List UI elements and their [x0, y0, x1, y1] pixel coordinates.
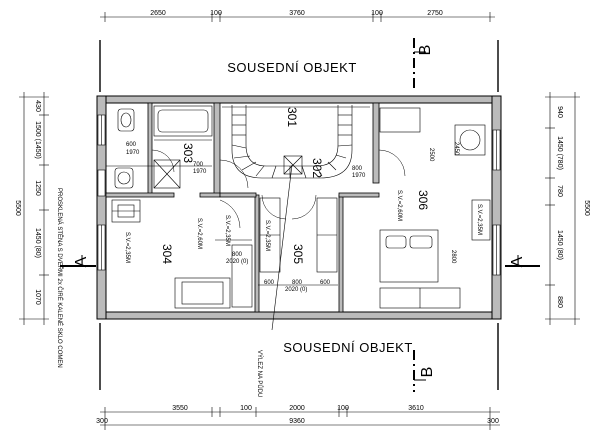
door-label-3: 800 [352, 166, 363, 172]
dim-right-5: 880 [556, 296, 563, 308]
door-label-5c: 600 [320, 280, 331, 286]
neighbor-top-block [99, 40, 499, 92]
dim-bottom-3: 100 [240, 405, 252, 412]
height-2500: 2500 [428, 148, 434, 162]
building-outline [96, 95, 502, 320]
section-b-bottom-marker [413, 350, 426, 392]
clear-height-306b: S.V.=2,35M [476, 204, 482, 235]
room-306-label: 306 [416, 190, 430, 210]
dim-left-2: 1500 (1450) [34, 121, 41, 159]
neighbor-top-label: SOUSEDNÍ OBJEKT [227, 60, 357, 75]
dim-bottom-2: 3550 [172, 405, 188, 412]
door-label-5d: 2020 (0) [285, 287, 307, 293]
dim-bottom-total: 9360 [289, 418, 305, 425]
door-label-4: 800 [232, 252, 243, 258]
room-305-label: 305 [291, 244, 305, 264]
door-label-1: 600 [126, 142, 137, 148]
door-label-2: 700 [193, 162, 204, 168]
attic-hatch-note: VÝLEZ NA PŮDU [256, 350, 263, 397]
neighbor-bottom-label: SOUSEDNÍ OBJEKT [283, 340, 413, 355]
door-label-5b: 800 [292, 280, 303, 286]
clear-height-306a: S.V.=2,60M [396, 190, 402, 221]
neighbor-bottom-block [99, 323, 499, 390]
section-b-top-marker [413, 38, 426, 90]
room-301-label: 301 [285, 107, 299, 127]
door-swings [151, 149, 406, 229]
door-label-1b: 1970 [126, 150, 140, 156]
clear-height-305a: S.V.=2,35M [264, 220, 270, 251]
dim-top-4: 100 [371, 10, 383, 17]
section-a-right-label: A [509, 256, 526, 267]
dim-top-5: 2750 [427, 10, 443, 17]
bathroom-fixtures [114, 105, 213, 189]
height-2800: 2800 [450, 250, 456, 264]
interior-walls [105, 102, 380, 313]
dim-bottom-7: 300 [487, 418, 499, 425]
dim-top-2: 100 [210, 10, 222, 17]
dim-bottom-6: 3610 [408, 405, 424, 412]
clear-height-304b: S.V.=2,60M [196, 218, 202, 249]
section-b-top-label: B [417, 45, 434, 56]
hall-302 [106, 155, 303, 331]
room-304-label: 304 [160, 244, 174, 264]
room-305-furniture [258, 197, 338, 286]
section-a-left-marker [60, 255, 96, 267]
dim-right-total: 5500 [583, 200, 590, 216]
room-303-label: 303 [181, 143, 195, 163]
clear-height-304a: S.V.=2,35M [124, 232, 130, 263]
section-a-right-marker [505, 255, 540, 267]
dim-right-3: 780 [556, 185, 563, 197]
bottom-dimension-chain [100, 407, 500, 430]
dim-right-2: 1450 (780) [556, 136, 563, 170]
windows [97, 114, 501, 276]
left-dimension-chain [19, 92, 49, 325]
height-2450: 2450 [453, 142, 459, 156]
room-302-label: 302 [310, 158, 324, 178]
dim-bottom-1: 300 [96, 418, 108, 425]
dim-bottom-5: 100 [337, 405, 349, 412]
dim-left-1: 430 [34, 100, 41, 112]
dim-right-4: 1450 (80) [556, 230, 563, 260]
partition-note: PROSKLENÁ STĚNA S DVEŘMI 2x ČIRÉ KALENÉ … [56, 188, 64, 368]
section-a-left-label: A [73, 256, 90, 267]
dim-right-1: 940 [556, 106, 563, 118]
dim-left-total: 5500 [14, 200, 21, 216]
section-b-bottom-label: B [419, 367, 436, 378]
room-306-furniture [379, 107, 491, 309]
dim-left-4: 1450 (80) [34, 228, 41, 258]
door-label-3b: 1970 [352, 173, 366, 179]
door-label-4b: 2020 (0) [226, 259, 248, 265]
dim-top-1: 2650 [150, 10, 166, 17]
dim-top-3: 3760 [289, 10, 305, 17]
clear-height-304c: S.V.=2,35M [224, 215, 230, 246]
door-label-5: 600 [264, 280, 275, 286]
dim-left-3: 1250 [34, 180, 41, 196]
door-label-2b: 1970 [193, 169, 207, 175]
room-304-furniture [111, 199, 253, 309]
staircase [222, 105, 370, 179]
dim-left-5: 1070 [34, 289, 41, 305]
dim-bottom-4: 2000 [289, 405, 305, 412]
top-dimension-chain [100, 12, 495, 22]
right-dimension-chain [545, 92, 580, 325]
